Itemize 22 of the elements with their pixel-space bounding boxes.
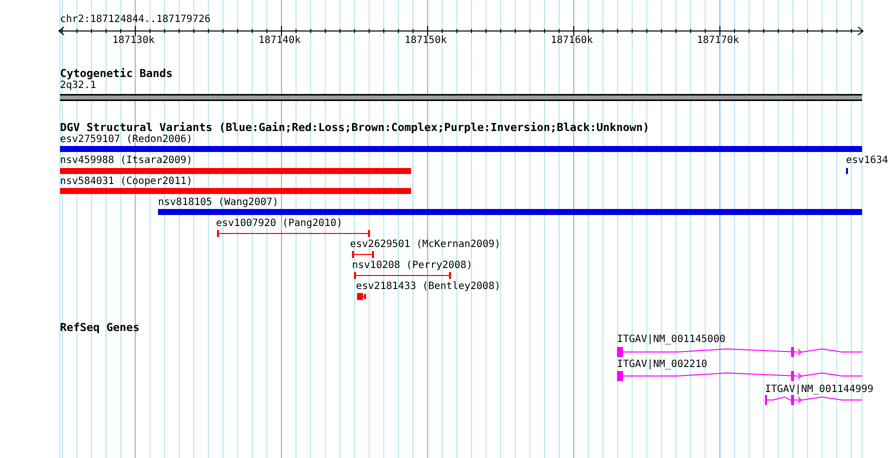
feature-label: 2q32.1 xyxy=(60,80,96,92)
axis-tick-label: 187170k xyxy=(696,35,740,47)
feature-label: nsv10208 (Perry2008) xyxy=(352,260,472,272)
feature-label: esv2181433 (Bentley2008) xyxy=(356,281,500,293)
feature-label: nsv818105 (Wang2007) xyxy=(158,197,278,209)
track-title: RefSeq Genes xyxy=(60,321,140,334)
feature-label: ITGAV|NM_001144999 xyxy=(765,384,874,396)
track-title: Cytogenetic Bands xyxy=(60,67,173,80)
axis-tick-label: 187130k xyxy=(112,35,154,47)
feature-label: nsv459988 (Itsara2009) xyxy=(60,155,192,167)
track-title: DGV Structural Variants (Blue:Gain;Red:Loss;Brown:Complex;Purple:Inversion;Black:Unknown) xyxy=(60,121,650,134)
axis-tick-label: 187150k xyxy=(404,35,447,47)
feature-label: esv1007920 (Pang2010) xyxy=(216,218,342,230)
feature-label: ITGAV|NM_002210 xyxy=(617,359,708,371)
feature-label: esv2629501 (McKernan2009) xyxy=(350,239,501,251)
feature-label: nsv584031 (Cooper2011) xyxy=(60,176,192,188)
coordinate-range: chr2:187124844..187179726 xyxy=(60,14,211,26)
feature-label: ITGAV|NM_001145000 xyxy=(617,334,726,346)
axis-tick-label: 187140k xyxy=(258,35,301,47)
feature-label: esv2759107 (Redon2006) xyxy=(60,134,192,146)
axis-tick-label: 187160k xyxy=(550,35,593,47)
feature-label: esv1634 xyxy=(846,155,888,167)
